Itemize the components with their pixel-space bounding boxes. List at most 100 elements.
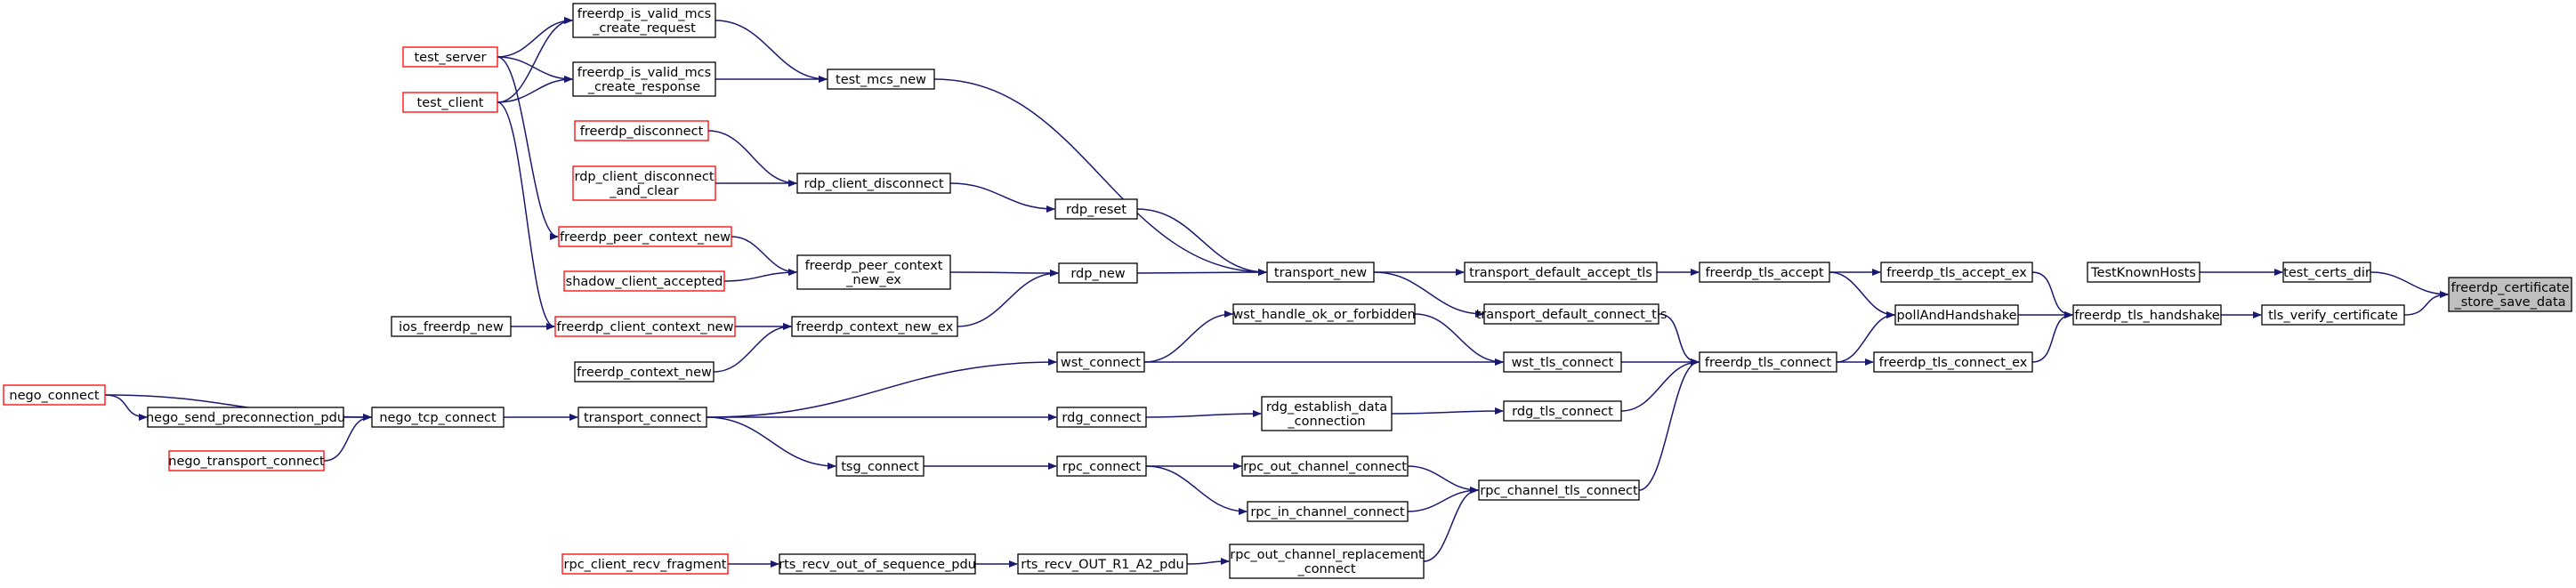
node-wst-handle-ok-or-forbidden[interactable]: wst_handle_ok_or_forbidden: [1232, 303, 1416, 325]
node-transport-connect[interactable]: transport_connect: [577, 407, 707, 428]
node-box: [2087, 262, 2201, 283]
node-box: [2261, 304, 2405, 326]
node-tls-verify-certificate[interactable]: tls_verify_certificate: [2261, 304, 2405, 326]
node-rdp-reset[interactable]: rdp_reset: [1054, 198, 1138, 220]
node-freerdp-tls-handshake[interactable]: freerdp_tls_handshake: [2072, 304, 2222, 326]
node-rpc-out-channel-replacement-connect[interactable]: rpc_out_channel_replacement_connect: [1229, 544, 1425, 579]
node-rdp-client-disconnect-and-clear[interactable]: rdp_client_disconnect_and_clear: [572, 165, 716, 201]
node-box: [1873, 351, 2033, 373]
node-label: TestKnownHosts: [2090, 266, 2196, 280]
node-tsg-connect[interactable]: tsg_connect: [836, 455, 925, 477]
node-rts-recv-out-of-sequence-pdu[interactable]: rts_recv_out_of_sequence_pdu: [779, 553, 976, 575]
node-label: rts_recv_out_of_sequence_pdu: [779, 558, 976, 572]
node-focus[interactable]: freerdp_certificate_store_save_data: [2448, 277, 2572, 312]
node-nego-connect[interactable]: nego_connect: [3, 384, 106, 406]
node-nego-transport-connect[interactable]: nego_transport_connect: [168, 450, 325, 471]
node-freerdp-context-new-ex[interactable]: freerdp_context_new_ex: [791, 316, 958, 337]
node-box: [1266, 262, 1375, 283]
node-rdg-connect[interactable]: rdg_connect: [1056, 407, 1147, 428]
edge-rdp_new-to-transport_new: [1136, 269, 1267, 277]
node-label: _create_response: [587, 80, 700, 94]
node-freerdp-disconnect[interactable]: freerdp_disconnect: [574, 120, 709, 141]
edge-test_server-to-freerdp_is_valid_mcs_create_request: [497, 17, 573, 58]
node-freerdp-client-context-new[interactable]: freerdp_client_context_new: [554, 316, 736, 337]
node-freerdp-peer-context-new-ex[interactable]: freerdp_peer_context_new_ex: [796, 254, 951, 290]
node-test-mcs-new[interactable]: test_mcs_new: [827, 68, 935, 90]
node-freerdp-peer-context-new[interactable]: freerdp_peer_context_new: [558, 226, 732, 247]
node-freerdp-is-valid-mcs-create-request[interactable]: freerdp_is_valid_mcs_create_request: [572, 3, 716, 38]
node-nego-send-preconnection-pdu[interactable]: nego_send_preconnection_pdu: [146, 407, 345, 428]
node-ios-freerdp-new[interactable]: ios_freerdp_new: [391, 316, 512, 337]
node-box: [1503, 400, 1622, 422]
node-box: [563, 270, 725, 292]
node-nego-tcp-connect[interactable]: nego_tcp_connect: [371, 407, 505, 428]
node-test-client[interactable]: test_client: [402, 92, 498, 113]
node-box: [796, 254, 951, 290]
node-transport-default-connect-tls[interactable]: transport_default_connect_tls: [1476, 303, 1668, 325]
node-label: freerdp_peer_context: [805, 259, 943, 273]
node-testknownhosts[interactable]: TestKnownHosts: [2087, 262, 2201, 283]
node-freerdp-is-valid-mcs-create-response[interactable]: freerdp_is_valid_mcs_create_response: [572, 61, 716, 97]
node-label: freerdp_context_new_ex: [796, 320, 954, 334]
node-label: freerdp_tls_handshake: [2074, 309, 2219, 323]
edge-freerdp_tls_connect_ex-to-freerdp_tls_handshake: [2031, 311, 2073, 363]
node-rdg-tls-connect[interactable]: rdg_tls_connect: [1503, 400, 1622, 422]
node-freerdp-tls-accept[interactable]: freerdp_tls_accept: [1699, 262, 1830, 283]
node-label: rpc_client_recv_fragment: [564, 558, 727, 572]
node-box: [574, 361, 715, 383]
node-box: [574, 120, 709, 141]
node-label: freerdp_peer_context_new: [560, 230, 731, 245]
node-rpc-out-channel-connect[interactable]: rpc_out_channel_connect: [1241, 455, 1409, 477]
node-test-certs-dir[interactable]: test_certs_dir: [2282, 262, 2371, 283]
node-label: transport_new: [1274, 266, 1367, 280]
node-box: [1229, 544, 1425, 579]
node-test-server[interactable]: test_server: [402, 46, 498, 68]
node-freerdp-context-new[interactable]: freerdp_context_new: [574, 361, 715, 383]
node-box: [1699, 351, 1837, 373]
node-pollandhandshake[interactable]: pollAndHandshake: [1894, 304, 2019, 326]
node-label: freerdp_certificate: [2451, 281, 2569, 295]
node-rpc-client-recv-fragment[interactable]: rpc_client_recv_fragment: [561, 553, 729, 575]
node-freerdp-tls-accept-ex[interactable]: freerdp_tls_accept_ex: [1880, 262, 2033, 283]
node-freerdp-tls-connect-ex[interactable]: freerdp_tls_connect_ex: [1873, 351, 2033, 373]
node-shadow-client-accepted[interactable]: shadow_client_accepted: [563, 270, 725, 292]
node-wst-tls-connect[interactable]: wst_tls_connect: [1503, 351, 1622, 373]
node-rdp-new[interactable]: rdp_new: [1058, 262, 1138, 284]
node-box: [572, 61, 716, 97]
edge-freerdp_context_new-to-freerdp_context_new_ex: [713, 323, 792, 373]
node-box: [1058, 262, 1138, 284]
node-box: [1247, 501, 1409, 522]
node-label: nego_transport_connect: [168, 455, 325, 469]
edge-freerdp_disconnect-to-rdp_client_disconnect: [707, 130, 797, 187]
edge-freerdp_tls_connect-to-pollAndHandshake: [1836, 311, 1895, 363]
node-label: _create_request: [592, 21, 696, 36]
node-box: [572, 165, 716, 201]
node-box: [796, 173, 951, 194]
node-rpc-in-channel-connect[interactable]: rpc_in_channel_connect: [1247, 501, 1409, 522]
edge-rpc_out_channel_replacement_connect-to-rpc_channel_tls_connect: [1423, 487, 1479, 562]
node-rdg-establish-data-connection[interactable]: rdg_establish_data_connection: [1261, 396, 1393, 431]
node-transport-default-accept-tls[interactable]: transport_default_accept_tls: [1464, 262, 1658, 283]
node-label: wst_handle_ok_or_forbidden: [1232, 308, 1415, 322]
node-wst-connect[interactable]: wst_connect: [1056, 351, 1145, 373]
node-label: ios_freerdp_new: [399, 320, 504, 334]
node-label: rdg_establish_data: [1266, 400, 1387, 415]
node-box: [1241, 455, 1409, 477]
node-rts-recv-out-r1-a2-pdu[interactable]: rts_recv_OUT_R1_A2_pdu: [1017, 553, 1188, 575]
edge-rpc_channel_tls_connect-to-freerdp_tls_connect: [1638, 358, 1700, 491]
edge-wst_connect-to-wst_handle_ok_or_forbidden: [1143, 310, 1233, 363]
edge-tls_verify_certificate-to-focus: [2403, 291, 2449, 316]
edge-rdp_reset-to-transport_new: [1136, 208, 1267, 276]
node-box: [1056, 351, 1145, 373]
edge-rts_recv_OUT_R1_A2_pdu-to-rpc_out_channel_replacement_connect: [1186, 558, 1230, 566]
node-label: test_mcs_new: [836, 73, 926, 87]
node-transport-new[interactable]: transport_new: [1266, 262, 1375, 283]
node-rpc-channel-tls-connect[interactable]: rpc_channel_tls_connect: [1478, 479, 1640, 501]
node-rdp-client-disconnect[interactable]: rdp_client_disconnect: [796, 173, 951, 194]
node-freerdp-tls-connect[interactable]: freerdp_tls_connect: [1699, 351, 1837, 373]
node-rpc-connect[interactable]: rpc_connect: [1056, 455, 1147, 477]
node-label: transport_connect: [584, 411, 701, 425]
node-label: freerdp_is_valid_mcs: [577, 7, 711, 21]
edge-transport_new-to-transport_default_connect_tls: [1373, 271, 1484, 318]
node-label: rts_recv_OUT_R1_A2_pdu: [1021, 558, 1184, 572]
